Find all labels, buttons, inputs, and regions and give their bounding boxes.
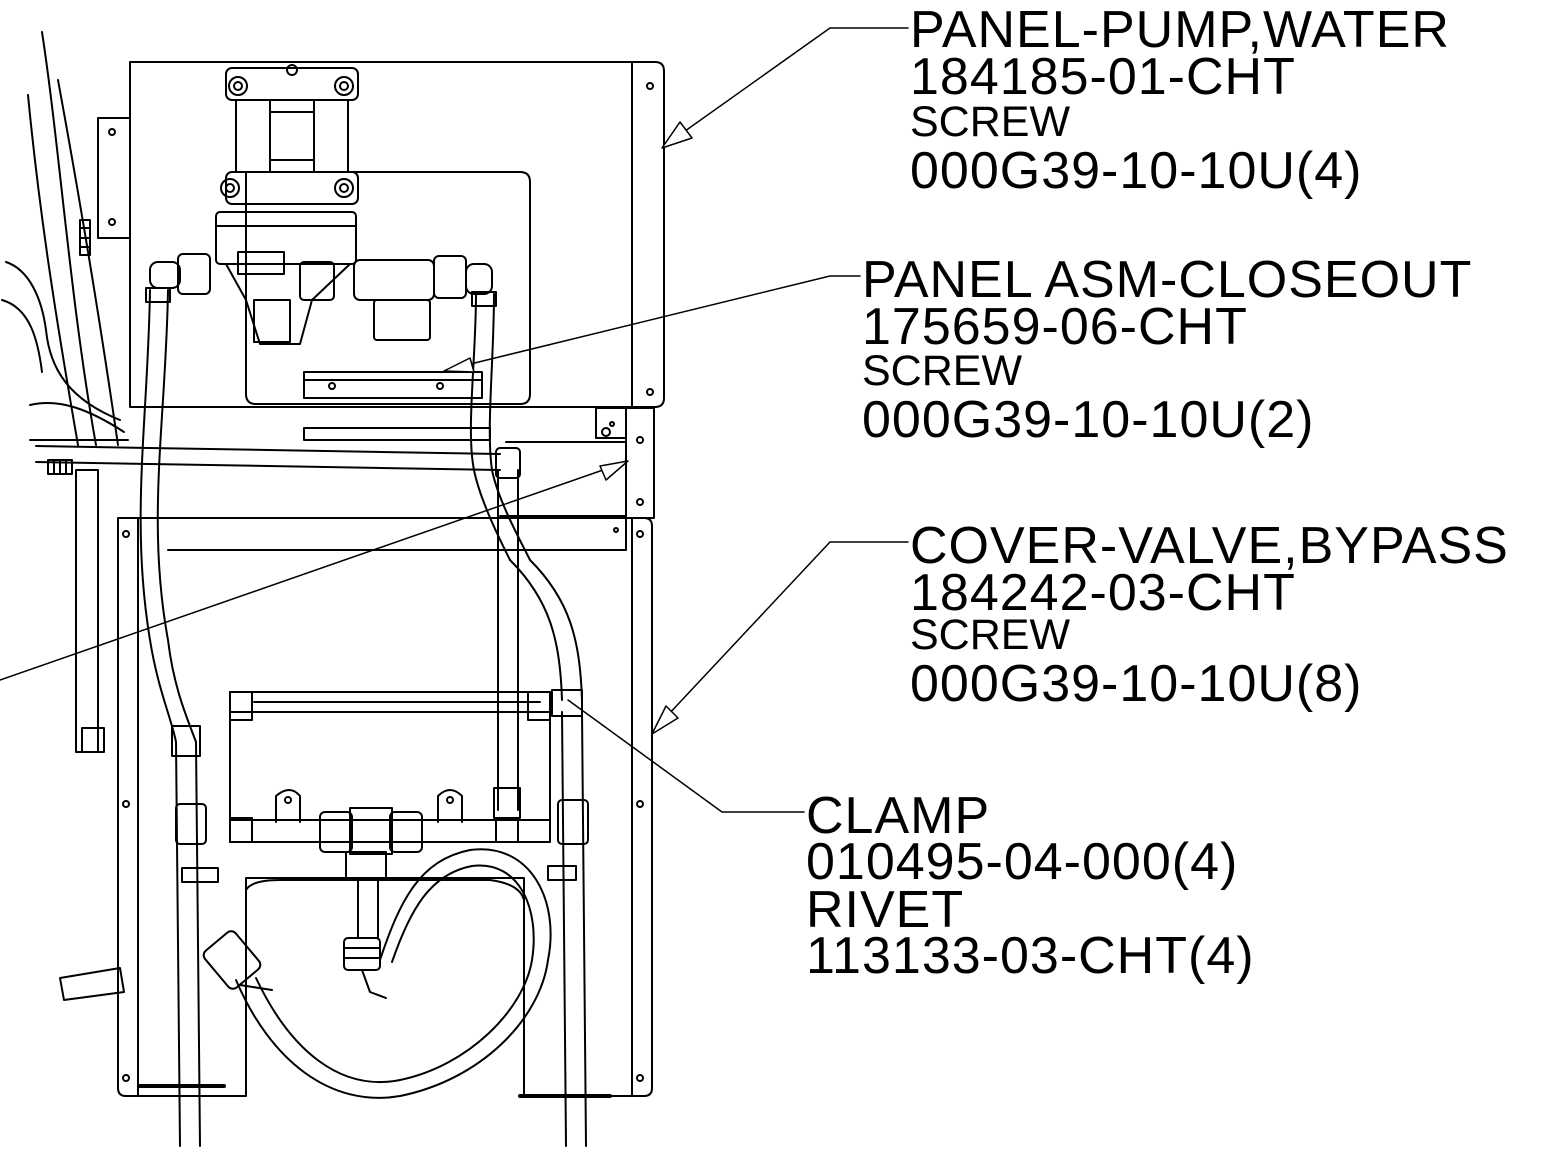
part-number: 010495-04-000(4) [806,833,1239,891]
left-cables [1,31,129,446]
hardware-number: 000G39-10-10U(8) [910,655,1363,713]
callout-closeout-panel: PANEL ASM-CLOSEOUT 175659-06-CHT SCREW 0… [862,254,1472,446]
hardware-name: RIVET [806,881,965,939]
top-fittings [149,253,493,341]
tee-fitting [319,807,423,999]
part-number: 184242-03-CHT [910,564,1296,622]
hardware-name: SCREW [862,347,1023,395]
upper-hoses [139,287,531,743]
hardware-name: SCREW [910,98,1071,146]
left-vertical-pipe [75,469,105,753]
callout-bypass-cover: COVER-VALVE,BYPASS 184242-03-CHT SCREW 0… [910,520,1509,710]
horizontal-hose [35,445,521,479]
water-pump [215,64,359,345]
hardware-number: 113133-03-CHT(4) [806,927,1255,985]
part-name: CLAMP [806,787,991,845]
bypass-valve-cover [117,517,653,1097]
callout-pump-panel: PANEL-PUMP,WATER 184185-01-CHT SCREW 000… [910,4,1450,197]
part-name: COVER-VALVE,BYPASS [910,517,1509,575]
hardware-number: 000G39-10-10U(2) [862,391,1315,449]
part-name: PANEL-PUMP,WATER [910,1,1450,59]
callout-clamp: CLAMP 010495-04-000(4) RIVET 113133-03-C… [806,790,1255,982]
part-name: PANEL ASM-CLOSEOUT [862,251,1473,309]
part-number: 184185-01-CHT [910,48,1296,106]
hardware-name: SCREW [910,611,1071,659]
pump-panel [97,61,665,408]
leader-lines [0,27,909,813]
hardware-number: 000G39-10-10U(4) [910,142,1363,200]
closeout-panel [167,407,655,551]
lower-hoses [59,469,612,1147]
part-number: 175659-06-CHT [862,298,1248,356]
